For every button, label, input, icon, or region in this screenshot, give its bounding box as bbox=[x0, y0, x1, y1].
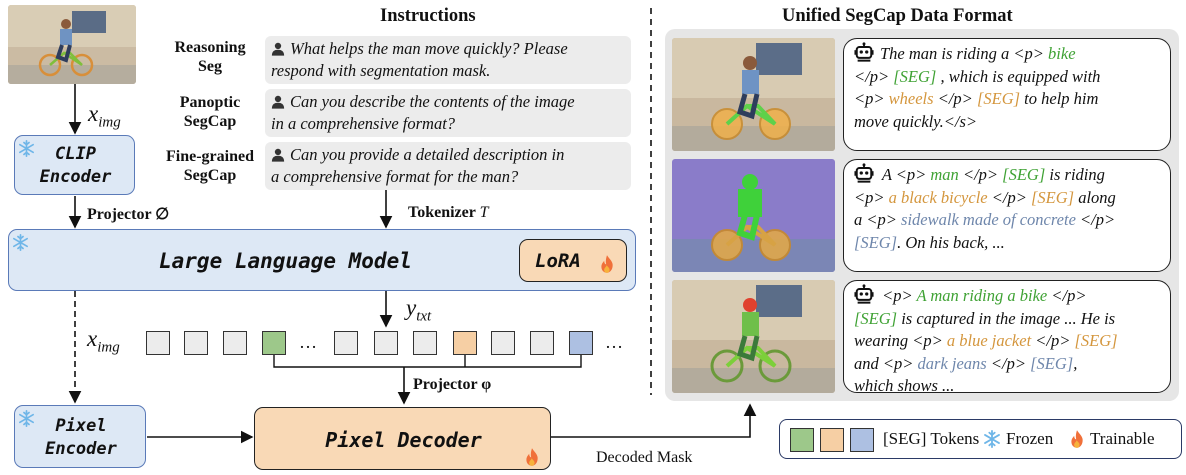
legend-frozen: Frozen bbox=[1006, 429, 1054, 448]
flame-icon bbox=[1069, 429, 1085, 449]
example-image-bike bbox=[672, 38, 835, 151]
text-token bbox=[413, 331, 437, 355]
caption-box-panoptic: A <p> man </p> [SEG] is riding<p> a blac… bbox=[843, 159, 1171, 272]
seg-token-green bbox=[262, 331, 286, 355]
example-image-finegrained bbox=[672, 280, 835, 393]
projector-phi-label: Projector φ bbox=[413, 376, 492, 393]
example-image-panoptic bbox=[672, 159, 835, 272]
clip-encoder: CLIP Encoder bbox=[14, 135, 135, 195]
seg-token-orange bbox=[453, 331, 477, 355]
tokenizer-label: Tokenizer T bbox=[408, 204, 489, 221]
llm-label: Large Language Model bbox=[159, 249, 412, 273]
unified-format-title: Unified SegCap Data Format bbox=[782, 6, 1013, 26]
clip-encoder-line2: Encoder bbox=[39, 167, 112, 187]
legend-swatch-orange bbox=[820, 428, 844, 452]
text-token bbox=[530, 331, 554, 355]
image-token bbox=[184, 331, 208, 355]
snowflake-icon bbox=[983, 430, 1001, 448]
y-txt-label: ytxt bbox=[406, 295, 432, 325]
pixel-encoder: Pixel Encoder bbox=[14, 405, 146, 468]
legend-swatch-green bbox=[790, 428, 814, 452]
robot-icon bbox=[854, 284, 874, 304]
legend-trainable: Trainable bbox=[1090, 429, 1155, 448]
flame-icon bbox=[599, 254, 615, 274]
pixel-encoder-line1: Pixel bbox=[55, 416, 107, 436]
flame-icon bbox=[524, 447, 540, 467]
snowflake-icon bbox=[12, 234, 29, 251]
user-icon bbox=[271, 148, 285, 162]
image-token bbox=[146, 331, 170, 355]
legend: [SEG] Tokens Frozen Trainable bbox=[779, 419, 1182, 459]
instruction-bubble-panoptic: Can you describe the contents of the ima… bbox=[265, 89, 631, 137]
x-img-label-top: ximg bbox=[88, 101, 121, 131]
caption-box-reasoning: The man is riding a <p> bike</p> [SEG] ,… bbox=[843, 38, 1171, 151]
projector-empty-label: Projector ∅ bbox=[87, 206, 170, 223]
lora-label: LoRA bbox=[535, 250, 581, 272]
image-token bbox=[223, 331, 247, 355]
token-ellipsis: … bbox=[299, 332, 317, 352]
text-token bbox=[491, 331, 515, 355]
seg-token-blue bbox=[569, 331, 593, 355]
input-image-drawing bbox=[8, 5, 136, 84]
segcap-panel: The man is riding a <p> bike</p> [SEG] ,… bbox=[665, 29, 1179, 401]
robot-icon bbox=[854, 163, 874, 183]
user-icon bbox=[271, 42, 285, 56]
legend-seg-tokens: [SEG] Tokens bbox=[883, 429, 980, 448]
pixel-decoder-label: Pixel Decoder bbox=[325, 428, 482, 452]
token-ellipsis: … bbox=[605, 332, 623, 352]
input-image bbox=[8, 5, 136, 84]
text-token bbox=[374, 331, 398, 355]
user-icon bbox=[271, 95, 285, 109]
pixel-encoder-line2: Encoder bbox=[45, 439, 117, 459]
x-img-label-sequence: ximg bbox=[87, 326, 120, 356]
text-token bbox=[334, 331, 358, 355]
robot-icon bbox=[854, 42, 874, 62]
instructions-title: Instructions bbox=[380, 6, 476, 26]
clip-encoder-line1: CLIP bbox=[55, 144, 96, 164]
decoded-mask-label: Decoded Mask bbox=[596, 449, 693, 466]
caption-box-finegrained: <p> A man riding a bike </p>[SEG] is cap… bbox=[843, 280, 1171, 395]
large-language-model: Large Language Model LoRA bbox=[8, 229, 636, 291]
legend-swatch-blue bbox=[850, 428, 874, 452]
pixel-decoder: Pixel Decoder bbox=[254, 407, 551, 470]
lora-module: LoRA bbox=[519, 239, 627, 282]
instruction-bubble-finegrained: Can you provide a detailed description i… bbox=[265, 142, 631, 190]
